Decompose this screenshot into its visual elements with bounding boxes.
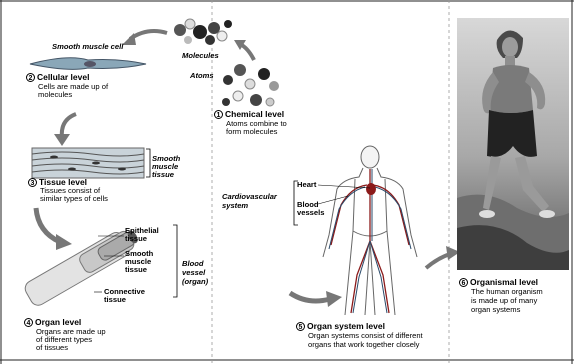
organ-bracket (172, 224, 180, 298)
smooth-muscle-tissue-illustration (32, 148, 144, 178)
step-number-6: 6 (459, 278, 468, 287)
step-number-5: 5 (296, 322, 305, 331)
cardiovascular-system-label-2: system (222, 202, 248, 210)
chemical-level-title: 1Chemical level (214, 110, 284, 119)
organ-system-level-title: 5Organ system level (296, 322, 385, 331)
arrow-organ-to-system (286, 285, 346, 315)
smooth-muscle-cell-illustration (28, 54, 148, 74)
organ-level-desc-3: of tissues (36, 344, 68, 352)
step-number-3: 3 (28, 178, 37, 187)
arrow-cell-to-tissue (48, 110, 88, 150)
step-number-2: 2 (26, 73, 35, 82)
atoms-illustration (218, 60, 288, 110)
smooth-muscle-cell-label: Smooth muscle cell (52, 43, 123, 51)
heart-pointer-lines (318, 180, 388, 220)
step-number-1: 1 (214, 110, 223, 119)
blood-vessel-label-3: (organ) (182, 278, 208, 286)
epithelial-tissue-label-2: tissue (125, 235, 147, 243)
connective-tissue-label-2: tissue (104, 296, 126, 304)
smooth-muscle-label-3: tissue (125, 266, 147, 274)
cellular-level-desc-2: molecules (38, 91, 72, 99)
atoms-label: Atoms (190, 72, 214, 80)
organismal-level-title: 6Organismal level (459, 278, 538, 287)
arrow-atoms-to-molecules (232, 36, 262, 66)
organ-level-title: 4Organ level (24, 318, 81, 327)
smooth-muscle-tissue-label-3: tissue (152, 171, 174, 179)
molecules-illustration (170, 10, 240, 55)
cellular-level-title: 2Cellular level (26, 73, 89, 82)
chemical-level-desc-2: form molecules (226, 128, 277, 136)
runner-photo (457, 18, 569, 270)
tissue-level-desc-2: similar types of cells (40, 195, 108, 203)
heart-label: Heart (297, 181, 316, 189)
organismal-level-desc-3: organ systems (471, 306, 520, 314)
step-number-4: 4 (24, 318, 33, 327)
organ-system-level-desc-2: organs that work together closely (308, 341, 419, 349)
molecules-label: Molecules (182, 52, 219, 60)
